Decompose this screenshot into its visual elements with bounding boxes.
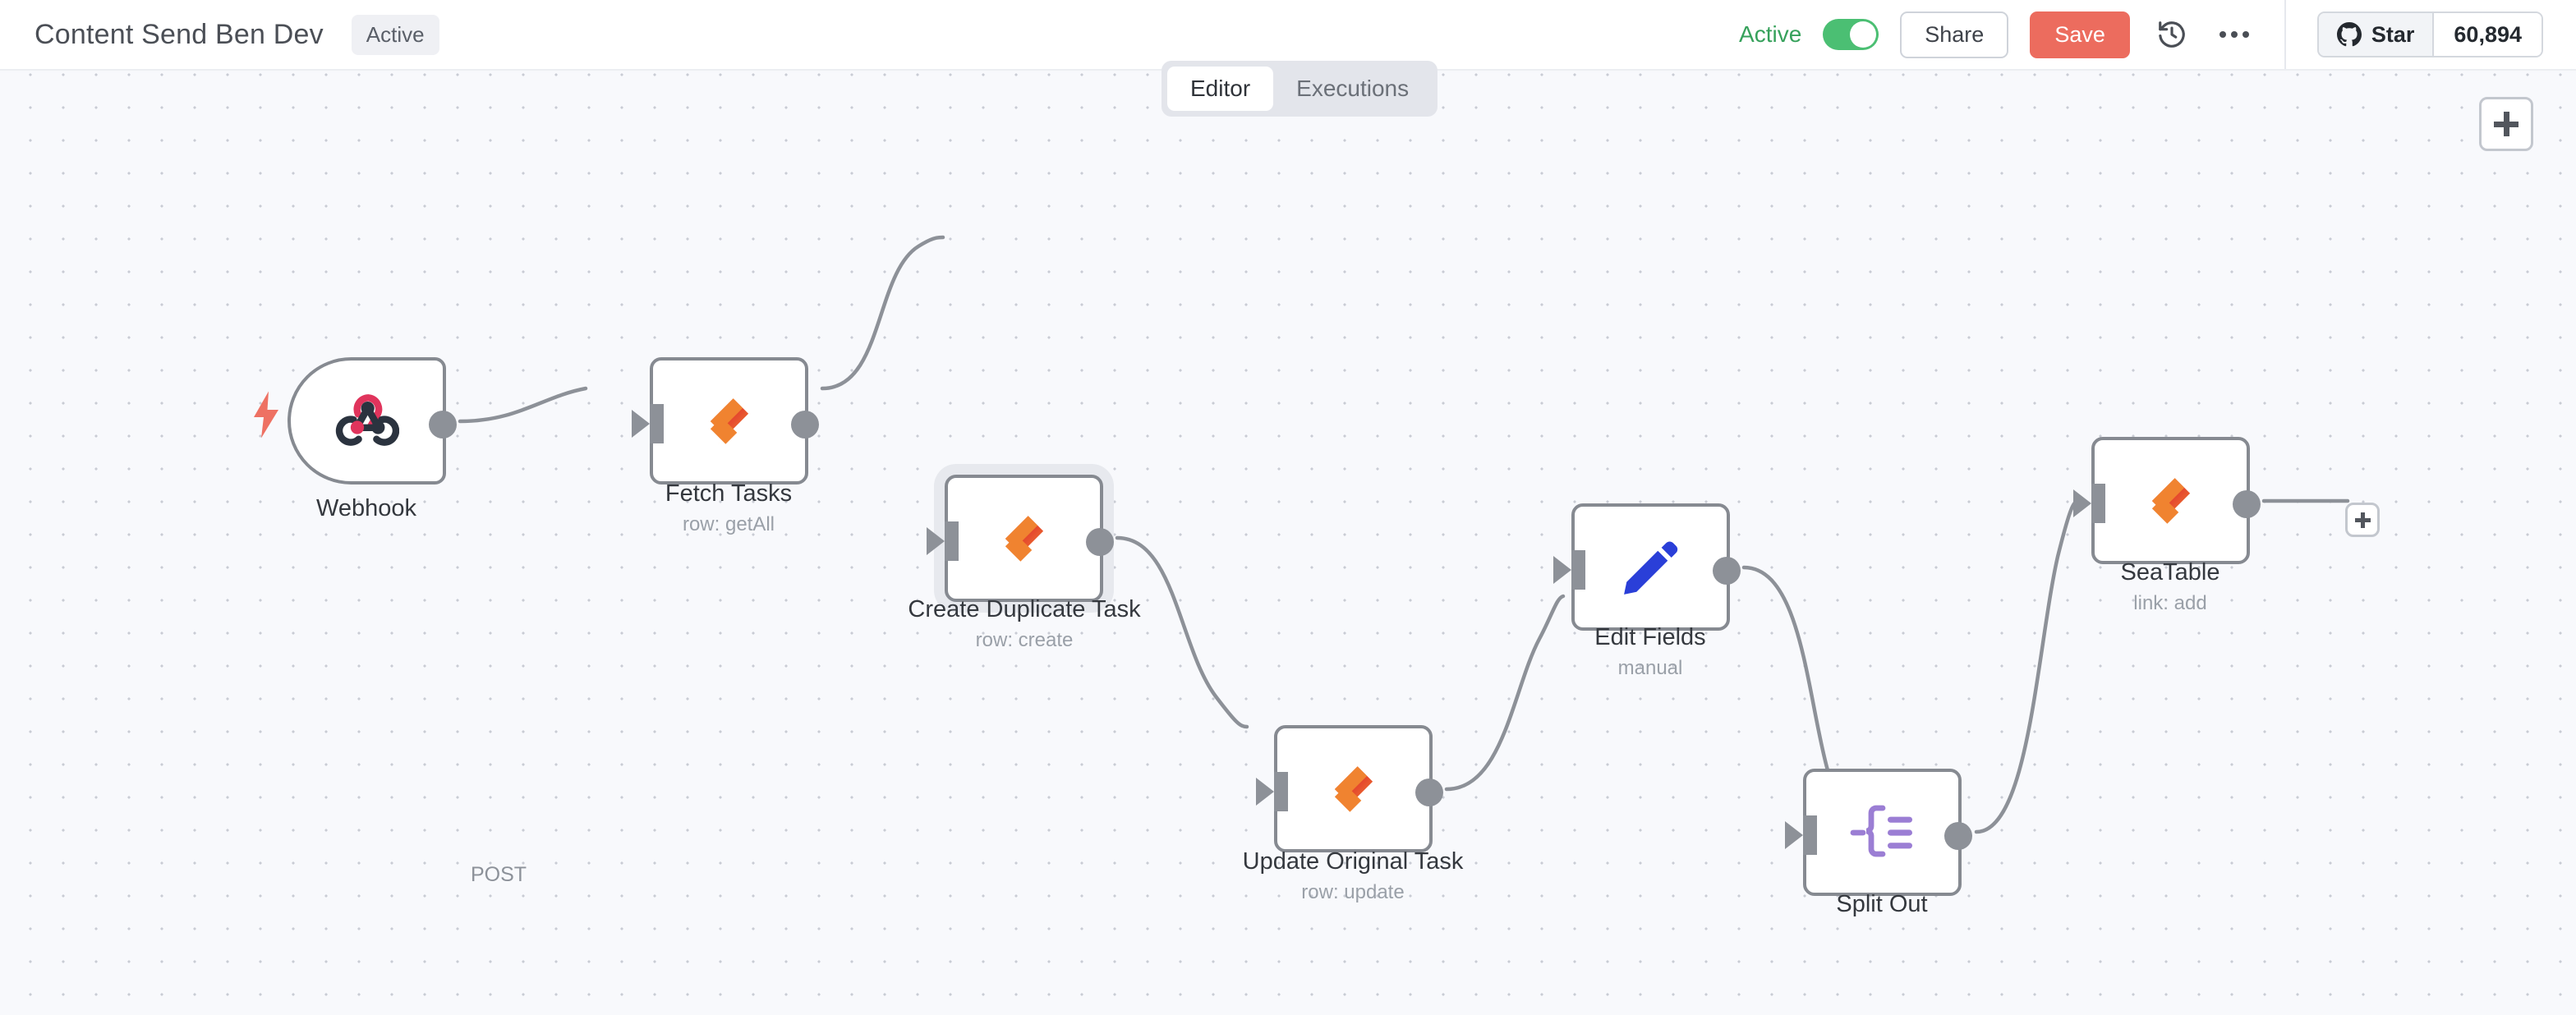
node-split-out[interactable] [1785, 769, 1972, 896]
seatable-icon [1005, 515, 1043, 563]
github-star-count: 60,894 [2434, 13, 2542, 56]
seatable-icon [2151, 477, 2190, 526]
ellipsis-icon [2219, 31, 2249, 38]
split-out-icon [1850, 805, 1912, 857]
tab-executions[interactable]: Executions [1296, 76, 1410, 101]
header-left-group: Content Send Ben Dev Active [0, 14, 439, 55]
activate-workflow-toggle[interactable] [1823, 19, 1879, 50]
edge-webhook-fetch-tasks [458, 386, 588, 424]
header-actions: Active Share Save [1739, 11, 2284, 58]
github-icon [2336, 22, 2362, 47]
more-options-icon[interactable] [2214, 14, 2255, 55]
node-create-duplicate-task[interactable] [927, 475, 1114, 602]
trigger-bolt-icon [254, 391, 278, 439]
open-nodes-panel-button[interactable] [2479, 97, 2533, 151]
toggle-knob [1850, 21, 1877, 48]
node-fetch-tasks[interactable] [632, 357, 819, 485]
active-toggle-label: Active [1739, 21, 1802, 47]
split-out-output-port[interactable] [1944, 822, 1972, 850]
save-button[interactable]: Save [2030, 11, 2130, 58]
webhook-icon [335, 393, 399, 446]
edge-update-original-edit-fields [1444, 594, 1566, 792]
workflow-title[interactable]: Content Send Ben Dev [34, 18, 324, 50]
github-star-group: Star 60,894 [2284, 0, 2576, 69]
app-header: Content Send Ben Dev Active Active Share… [0, 0, 2576, 71]
header-right-group: Active Share Save [1739, 0, 2576, 69]
node-update-original-task[interactable] [1256, 725, 1443, 852]
node-seatable[interactable] [2073, 437, 2261, 564]
edit-fields-output-port[interactable] [1713, 557, 1741, 585]
fetch-tasks-output-port[interactable] [791, 411, 819, 439]
github-star-label: Star [2371, 21, 2415, 47]
webhook-output-port[interactable] [429, 411, 457, 439]
pencil-icon [1623, 540, 1677, 595]
github-star-button[interactable]: Star [2318, 13, 2435, 56]
seatable-icon [710, 397, 748, 446]
seatable-icon [1334, 765, 1373, 814]
seatable-output-port[interactable] [2233, 490, 2261, 518]
edge-split-out-seatable [1974, 498, 2081, 834]
update-original-output-port[interactable] [1415, 778, 1443, 806]
node-edit-fields[interactable] [1553, 503, 1741, 631]
node-webhook[interactable] [288, 357, 457, 485]
history-icon[interactable] [2151, 14, 2192, 55]
editor-tabs: Editor Executions [1162, 61, 1438, 117]
share-button[interactable]: Share [1900, 11, 2009, 58]
workflow-status-badge: Active [351, 14, 439, 55]
tab-editor[interactable]: Editor [1167, 67, 1274, 111]
github-star-badge[interactable]: Star 60,894 [2316, 11, 2543, 57]
workflow-canvas[interactable]: Webhook POST [0, 72, 2576, 1015]
add-next-node-button[interactable] [2345, 503, 2380, 537]
edge-fetch-tasks-create-duplicate [820, 235, 945, 391]
create-duplicate-output-port[interactable] [1086, 528, 1114, 556]
edge-create-duplicate-update-original [1115, 535, 1249, 729]
